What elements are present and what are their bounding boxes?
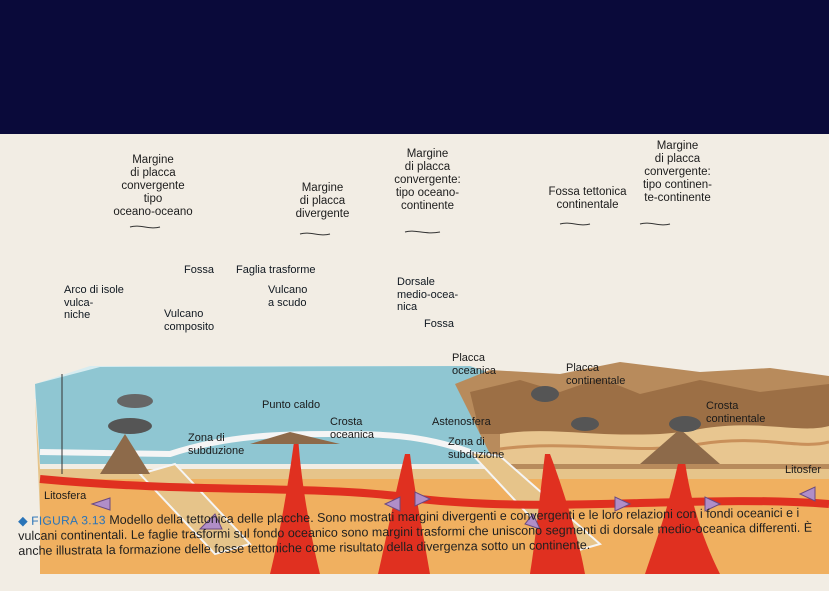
callout-dorsale: Dorsale medio-ocea- nica	[397, 276, 458, 314]
caption-marker: ◆	[18, 514, 28, 528]
callout-vulcano-scudo: Vulcano a scudo	[268, 284, 307, 309]
label-convergent-ocean-ocean: Margine di placca convergente tipo ocean…	[108, 154, 198, 219]
callout-arco: Arco di isole vulca- niche	[64, 284, 124, 322]
callout-placca-oceanica: Placca oceanica	[452, 352, 496, 377]
callout-fossa-left: Fossa	[184, 264, 214, 277]
label-convergent-continent-continent: Margine di placca convergente: tipo cont…	[630, 140, 725, 205]
callout-vulcano-composito: Vulcano composito	[164, 308, 214, 333]
callout-litosfera-left: Litosfera	[44, 490, 86, 503]
callout-zona-subduzione-left: Zona di subduzione	[188, 432, 244, 457]
label-divergent: Margine di placca divergente	[285, 182, 360, 221]
callout-fossa-right: Fossa	[424, 318, 454, 331]
caption-figure-number: FIGURA 3.13	[31, 513, 106, 528]
figure-caption: ◆ FIGURA 3.13 Modello della tettonica de…	[18, 506, 828, 559]
callout-astenosfera: Astenosfera	[432, 416, 491, 429]
callout-zona-subduzione-right: Zona di subduzione	[448, 436, 504, 461]
callout-crosta-continentale: Crosta continentale	[706, 400, 765, 425]
callout-faglia: Faglia trasforme	[236, 264, 315, 277]
callout-crosta-oceanica: Crosta oceanica	[330, 416, 374, 441]
callout-litosfera-right: Litosfer	[785, 464, 821, 477]
textbook-figure-scan: Margine di placca convergente tipo ocean…	[0, 134, 829, 591]
label-continental-rift: Fossa tettonica continentale	[540, 186, 635, 212]
callout-punto-caldo: Punto caldo	[262, 399, 320, 412]
caption-text: Modello della tettonica delle placche. S…	[18, 506, 812, 558]
callout-placca-continentale: Placca continentale	[566, 362, 625, 387]
label-convergent-ocean-continent: Margine di placca convergente: tipo ocea…	[385, 148, 470, 213]
